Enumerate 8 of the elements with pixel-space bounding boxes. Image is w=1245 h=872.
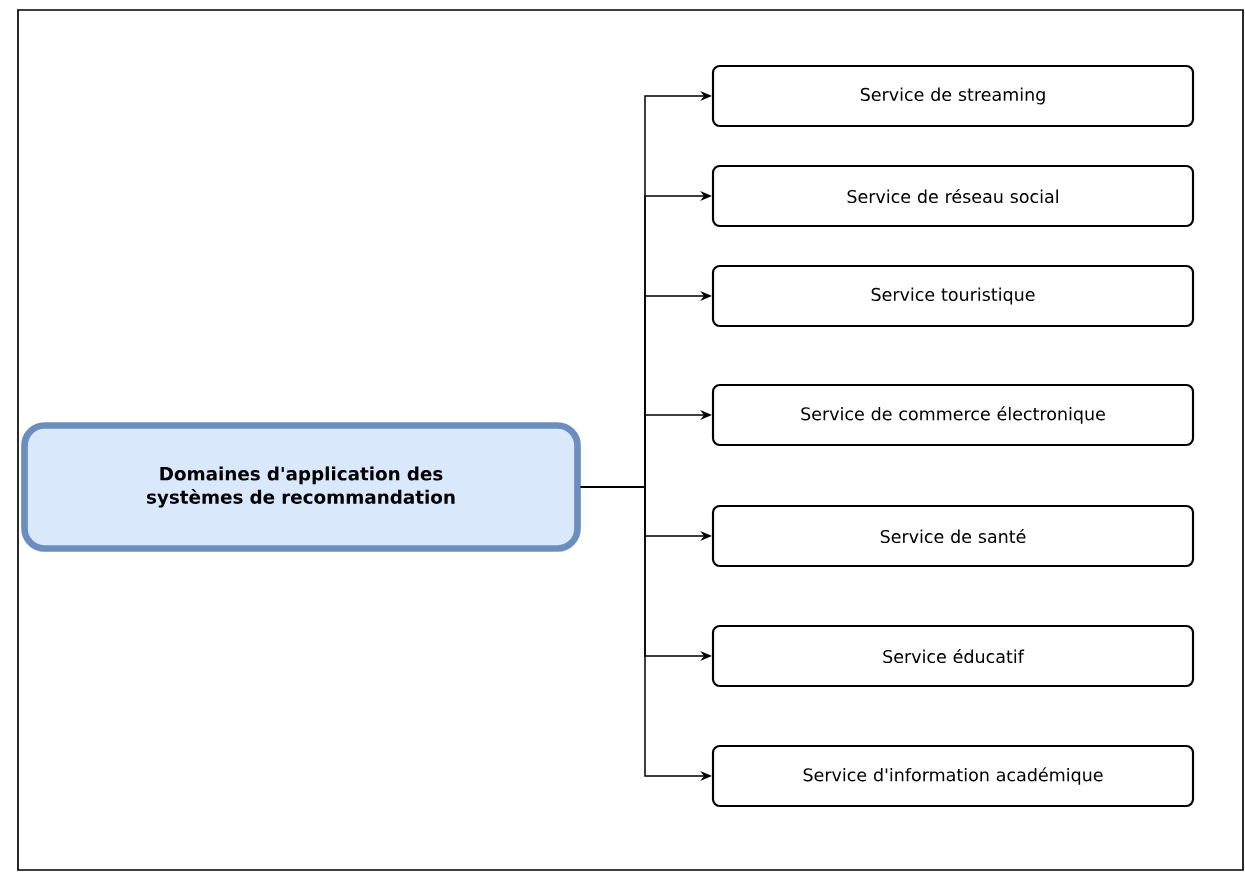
service-box: Service éducatif: [711, 624, 1195, 688]
service-box: Service de streaming: [711, 64, 1195, 128]
topic-box: Domaines d'application des systèmes de recommandation: [21, 422, 581, 552]
service-box: Service touristique: [711, 264, 1195, 328]
service-box: Service de commerce électronique: [711, 383, 1195, 447]
service-box: Service de réseau social: [711, 164, 1195, 228]
service-box: Service d'information académique: [711, 744, 1195, 808]
service-box: Service de santé: [711, 504, 1195, 568]
